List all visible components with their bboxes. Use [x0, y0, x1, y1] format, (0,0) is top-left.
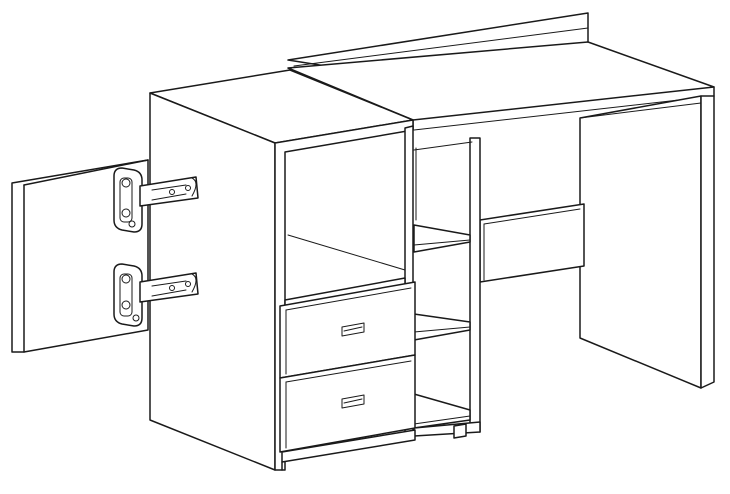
hinge-lower	[113, 263, 199, 327]
drawer-bottom-handle[interactable]	[341, 394, 365, 409]
drawer-top-handle[interactable]	[341, 322, 365, 337]
cabinet-plinth	[281, 429, 416, 471]
desk-right-leg	[579, 95, 715, 389]
desk-pullout-front	[479, 203, 585, 283]
hinge-upper	[113, 167, 199, 233]
drawer-top	[279, 281, 416, 379]
middle-shelf-unit	[413, 137, 481, 439]
drawer-bottom	[279, 354, 416, 453]
